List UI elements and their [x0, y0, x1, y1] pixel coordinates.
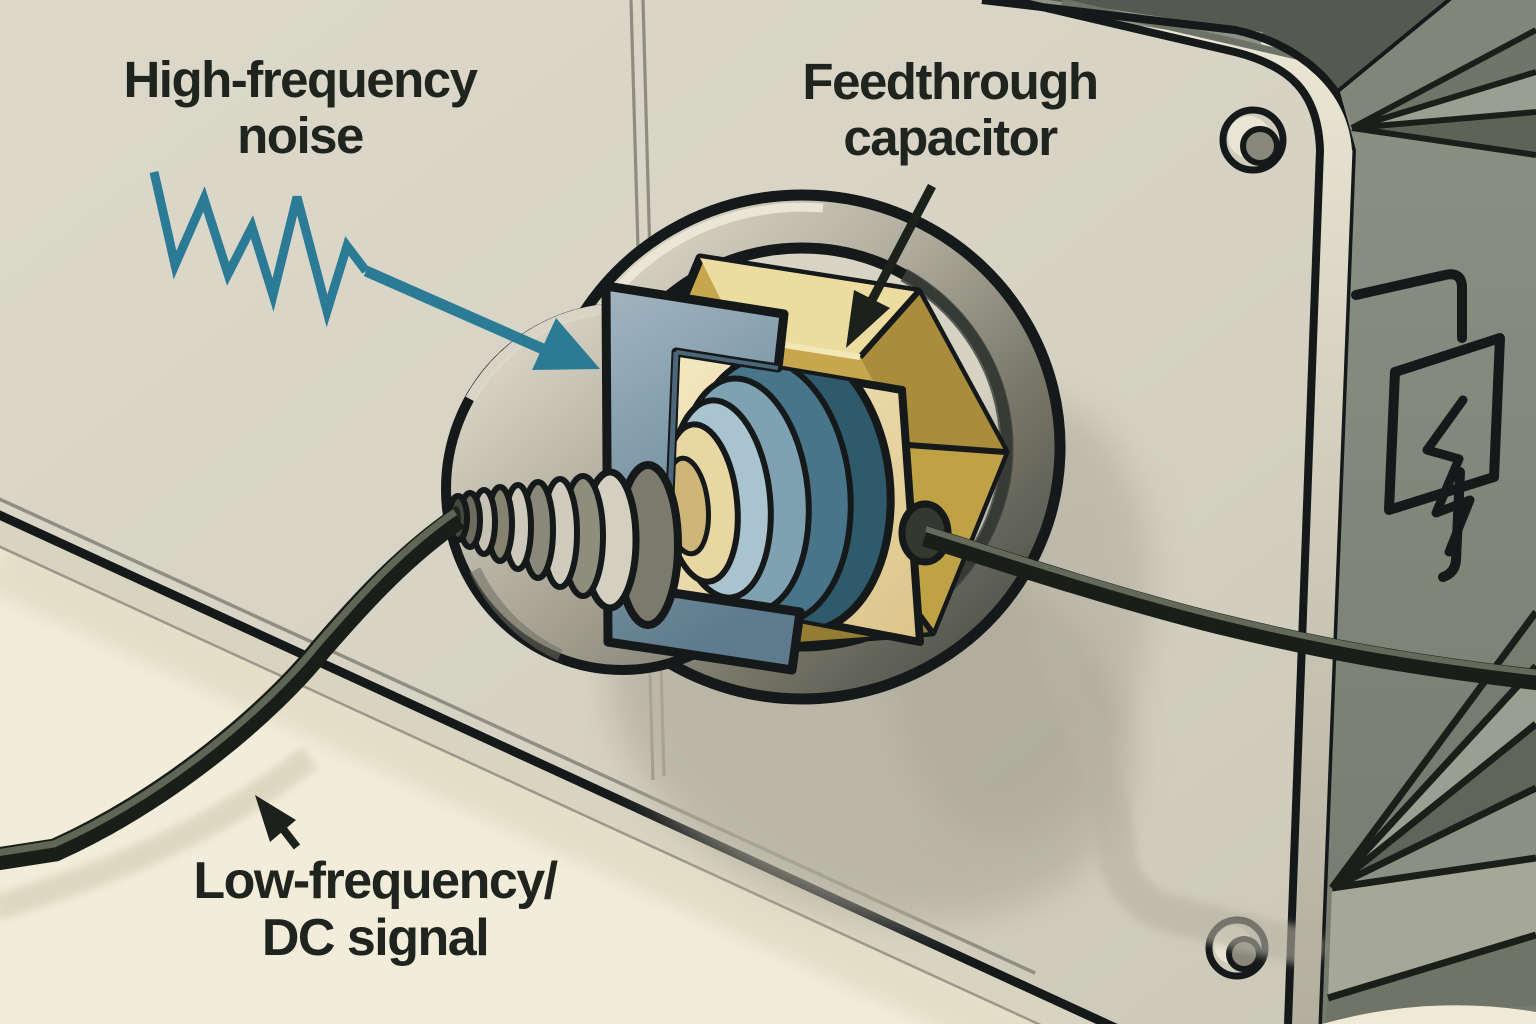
screw-hole-top	[1219, 106, 1287, 174]
label-line: High-frequency	[123, 51, 478, 108]
label-line: Low-frequency/	[193, 852, 558, 910]
feedthrough-capacitor-graphic	[441, 189, 1066, 705]
top-fins	[1350, 27, 1536, 158]
capacitor-core-layers	[668, 352, 895, 636]
lightning-bolt-icon	[1351, 269, 1505, 582]
label-feedthrough-capacitor: Feedthrough capacitor	[700, 53, 1200, 167]
label-low-frequency-dc-signal: Low-frequency/ DC signal	[115, 852, 635, 968]
label-line: noise	[237, 107, 364, 165]
label-line: DC signal	[261, 909, 490, 968]
capacitor-pointer-arrow-icon	[846, 183, 936, 348]
noise-arrowhead-icon	[532, 318, 600, 370]
right-cable	[921, 526, 1536, 691]
label-high-frequency-noise: High-frequency noise	[40, 51, 560, 165]
noise-waveform-icon	[149, 171, 600, 370]
label-line: Feedthrough	[802, 53, 1099, 110]
threaded-terminal	[446, 461, 682, 629]
label-line: capacitor	[843, 109, 1058, 167]
left-cable	[0, 508, 465, 871]
signal-pointer-arrow-icon	[255, 795, 301, 850]
bottom-fins	[1326, 609, 1536, 1002]
